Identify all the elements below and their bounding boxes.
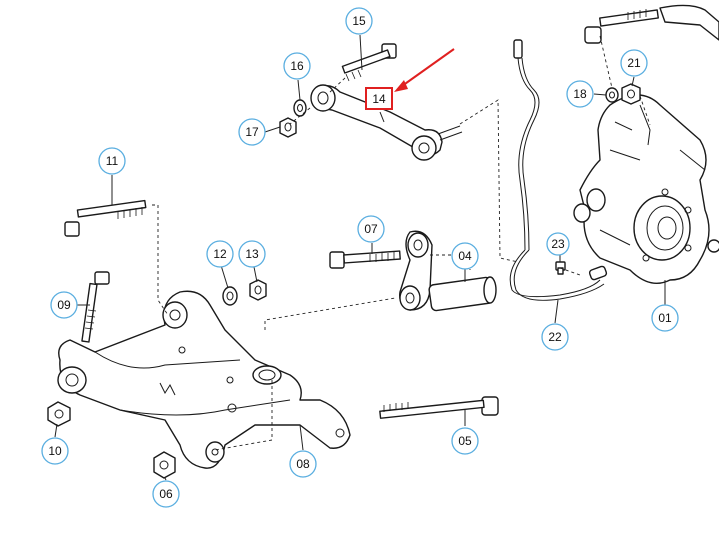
control-arm-part-14[interactable] bbox=[310, 84, 463, 161]
bolt-part-11[interactable] bbox=[64, 199, 147, 237]
callout-16-label: 16 bbox=[290, 59, 304, 73]
callout-12-label: 12 bbox=[213, 247, 227, 261]
bolt-part-15[interactable] bbox=[341, 43, 397, 82]
callout-17[interactable]: 17 bbox=[238, 118, 266, 146]
callout-11-label: 11 bbox=[106, 154, 119, 168]
callout-09-label: 09 bbox=[57, 298, 71, 312]
link-part[interactable] bbox=[399, 230, 433, 311]
top-bolt-upper-right[interactable] bbox=[584, 4, 719, 44]
callout-21-label: 21 bbox=[627, 56, 641, 70]
callout-01[interactable]: 01 bbox=[651, 304, 679, 332]
callout-08[interactable]: 08 bbox=[289, 450, 317, 478]
callout-14-highlighted[interactable]: 14 bbox=[365, 87, 393, 110]
callout-08-label: 08 bbox=[296, 457, 310, 471]
callout-14-label: 14 bbox=[372, 92, 386, 106]
callout-18-label: 18 bbox=[573, 87, 587, 101]
hub-carrier-part-01[interactable] bbox=[573, 94, 719, 284]
bolt-part-05[interactable] bbox=[379, 396, 499, 419]
callout-23-label: 23 bbox=[551, 237, 565, 251]
callout-22[interactable]: 22 bbox=[541, 323, 569, 351]
washer-part-12[interactable] bbox=[222, 286, 238, 306]
callout-21[interactable]: 21 bbox=[620, 49, 648, 77]
nut-part-10[interactable] bbox=[47, 401, 71, 427]
nut-part-06[interactable] bbox=[153, 451, 176, 479]
bolt-part-09[interactable] bbox=[81, 271, 110, 343]
callout-06[interactable]: 06 bbox=[152, 480, 180, 508]
subframe-part-08[interactable] bbox=[57, 290, 351, 469]
callout-04-label: 04 bbox=[458, 249, 472, 263]
callout-16[interactable]: 16 bbox=[283, 52, 311, 80]
callout-12[interactable]: 12 bbox=[206, 240, 234, 268]
washer-part-18[interactable] bbox=[605, 87, 619, 103]
nut-part-17[interactable] bbox=[279, 117, 297, 138]
callout-01-label: 01 bbox=[658, 311, 672, 325]
callout-07[interactable]: 07 bbox=[357, 215, 385, 243]
callout-05-label: 05 bbox=[458, 434, 472, 448]
callout-17-label: 17 bbox=[245, 125, 259, 139]
callout-09[interactable]: 09 bbox=[50, 291, 78, 319]
callout-13[interactable]: 13 bbox=[238, 240, 266, 268]
washer-part-16[interactable] bbox=[293, 99, 307, 117]
callout-15-label: 15 bbox=[352, 14, 366, 28]
nut-part-21[interactable] bbox=[621, 83, 641, 105]
callout-04[interactable]: 04 bbox=[451, 242, 479, 270]
callout-23[interactable]: 23 bbox=[546, 232, 570, 256]
callout-18[interactable]: 18 bbox=[566, 80, 594, 108]
callout-11[interactable]: 11 bbox=[98, 147, 126, 175]
highlight-arrow bbox=[394, 48, 455, 92]
callout-22-label: 22 bbox=[548, 330, 562, 344]
callout-10[interactable]: 10 bbox=[41, 437, 69, 465]
callout-05[interactable]: 05 bbox=[451, 427, 479, 455]
screw-part-23[interactable] bbox=[555, 261, 566, 275]
callout-15[interactable]: 15 bbox=[345, 7, 373, 35]
sleeve-part-04[interactable] bbox=[428, 276, 497, 312]
callout-06-label: 06 bbox=[159, 487, 173, 501]
nut-part-13[interactable] bbox=[249, 279, 267, 301]
bolt-part-07[interactable] bbox=[329, 250, 401, 269]
abs-sensor-part-22[interactable] bbox=[509, 39, 608, 301]
callout-07-label: 07 bbox=[364, 222, 378, 236]
callout-13-label: 13 bbox=[245, 247, 259, 261]
callout-10-label: 10 bbox=[48, 444, 62, 458]
